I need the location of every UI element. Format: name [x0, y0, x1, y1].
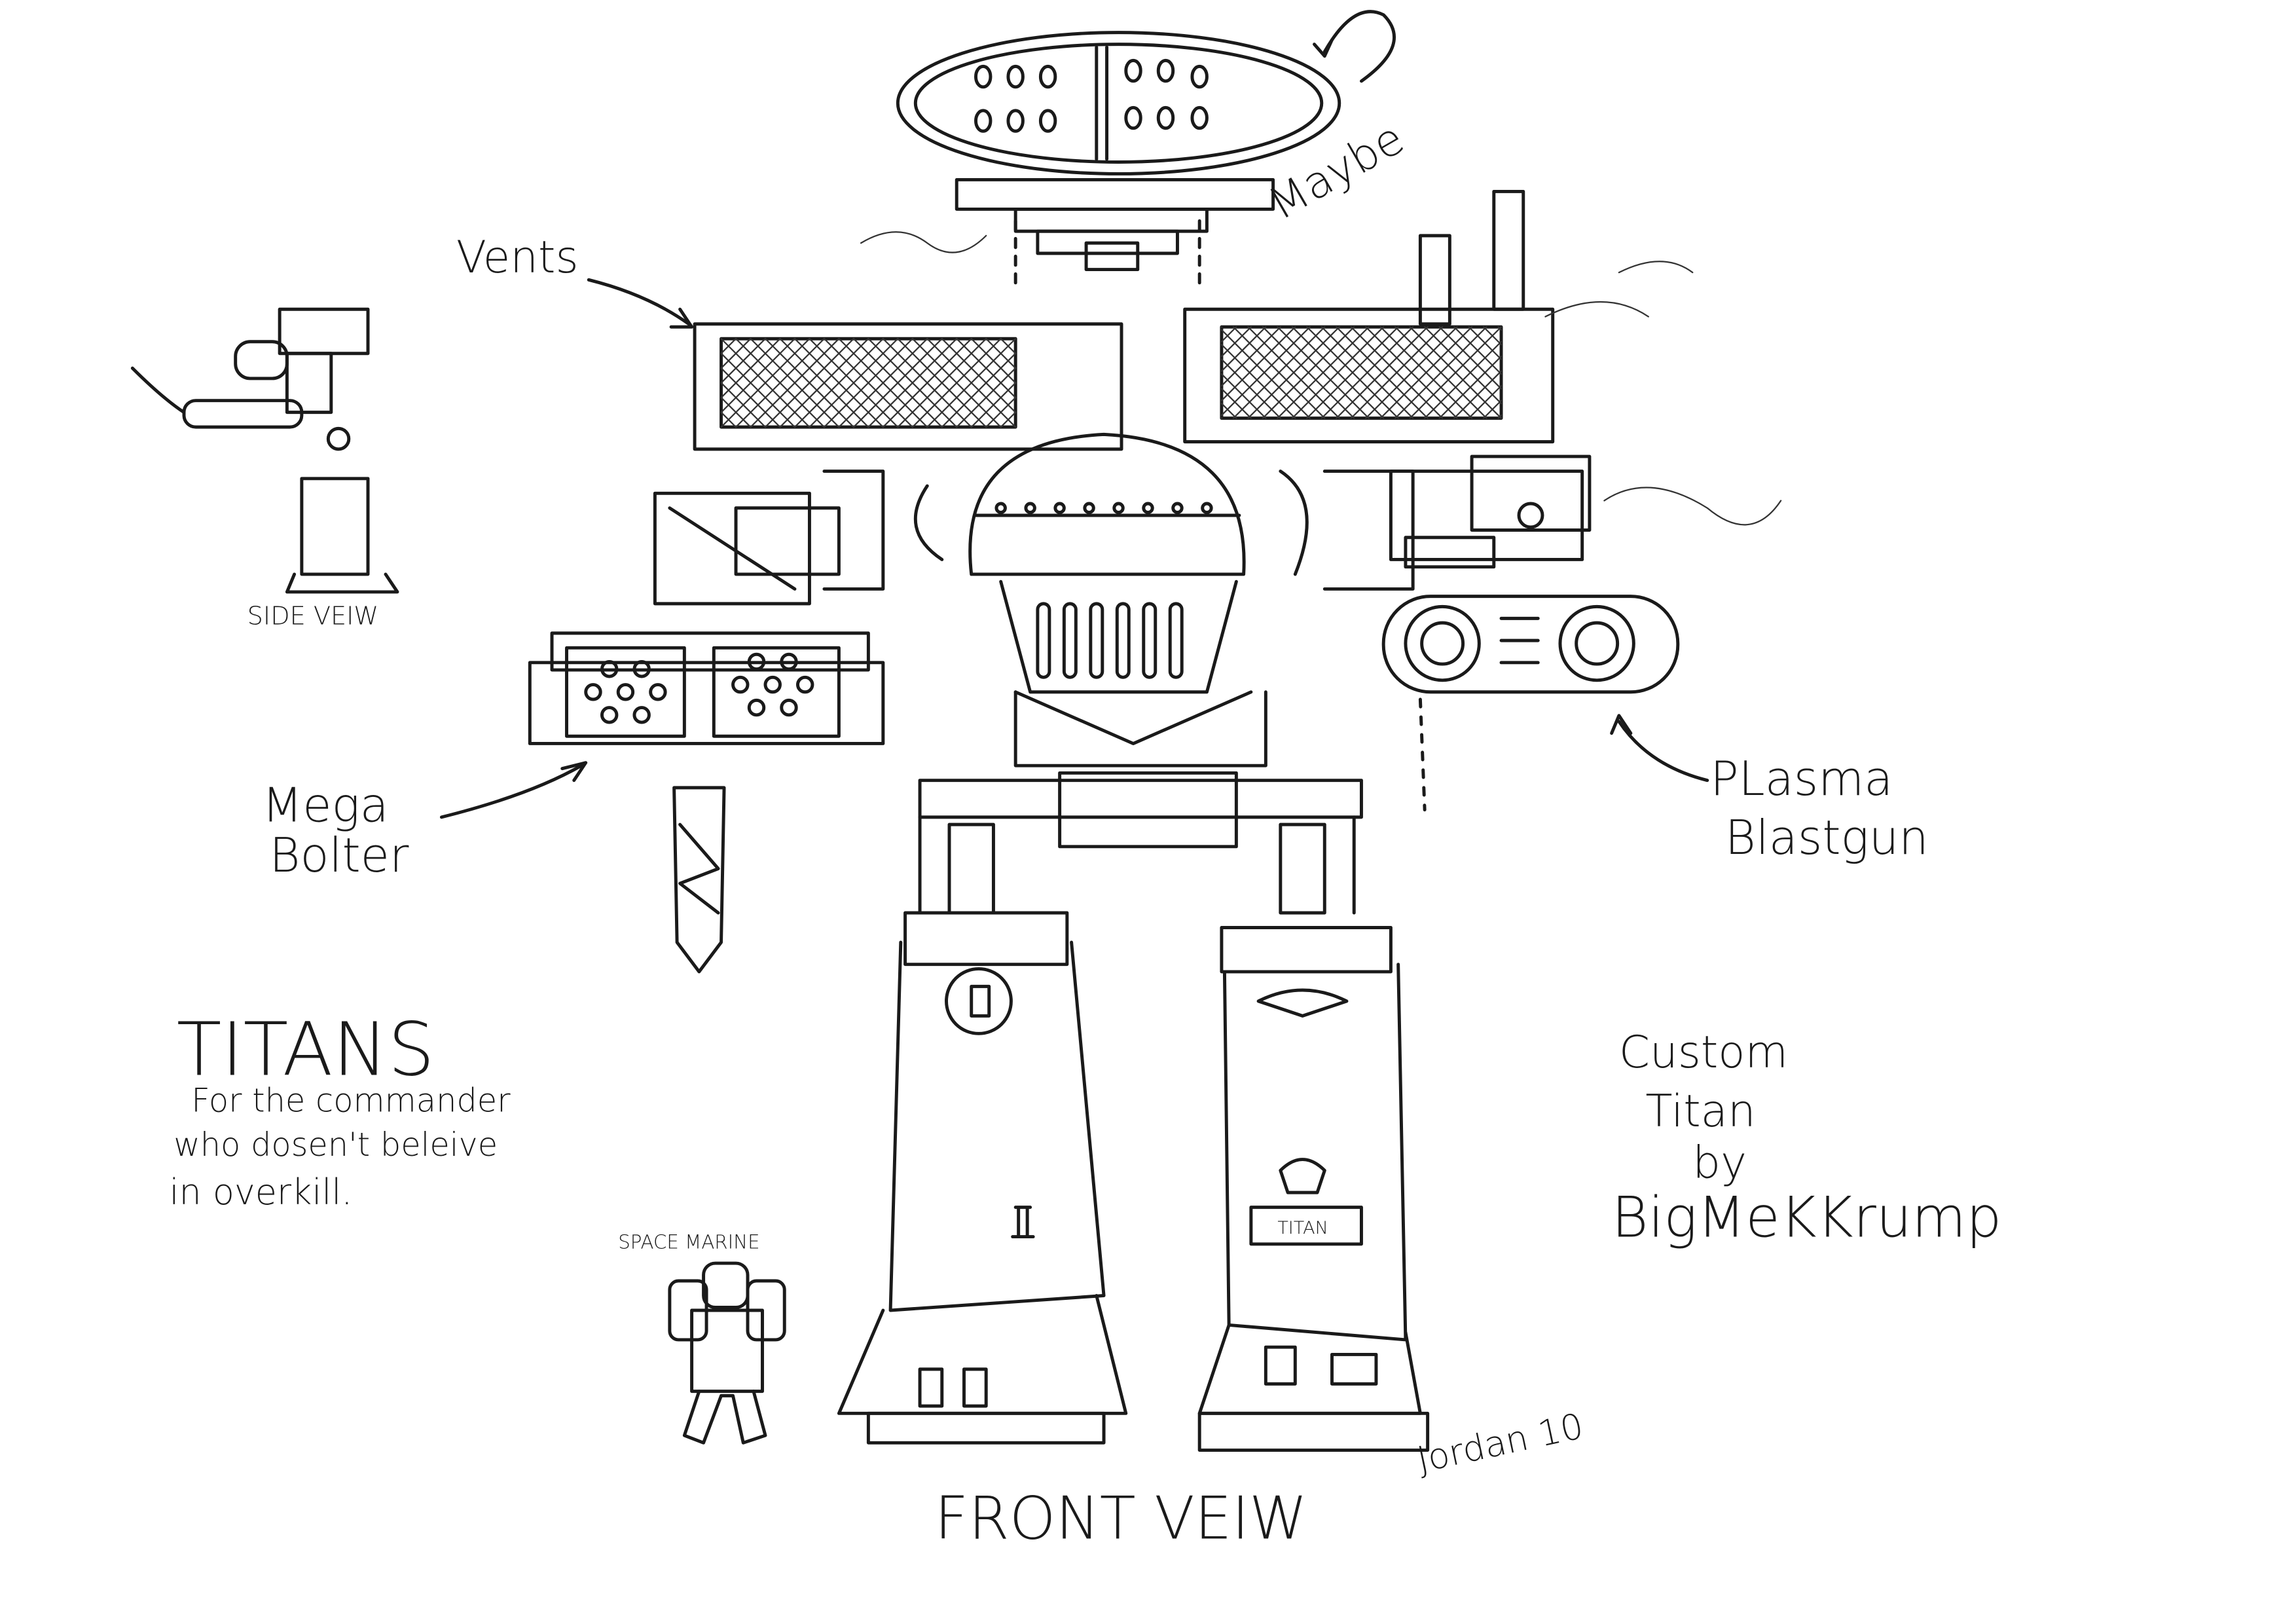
mega-bolter-arm: [528, 491, 885, 974]
disc-port: [1190, 105, 1209, 130]
disc-port: [1038, 64, 1057, 89]
title: TITANS: [177, 1006, 435, 1092]
credit-2: Titan: [1645, 1085, 1755, 1137]
vents-label: Vents: [456, 231, 579, 283]
disc-port: [1006, 64, 1025, 89]
signature: Jordan 10: [1413, 1405, 1587, 1481]
credit-3: by: [1692, 1137, 1747, 1189]
vent-hatching: [1220, 326, 1503, 419]
disc-port: [974, 109, 993, 133]
top-disc-weapon: [896, 31, 1341, 289]
credit-1: Custom: [1619, 1026, 1788, 1078]
tagline-1: For the commander: [191, 1081, 511, 1119]
plasma-label-1: PLasma: [1710, 751, 1893, 806]
plasma-label-2: Blastgun: [1725, 810, 1929, 865]
front-view-label: FRONT VEIW: [935, 1485, 1307, 1553]
titan-legs: [837, 815, 1430, 1452]
disc-port: [1190, 64, 1209, 89]
annotation-arrows: [439, 10, 1709, 819]
tagline-3: in overkill.: [170, 1172, 353, 1213]
disc-port: [1156, 58, 1175, 83]
credit-4: BigMeKKrump: [1612, 1186, 2002, 1251]
vent-right: [1183, 189, 1555, 444]
disc-port: [1124, 105, 1142, 130]
disc-port: [1156, 105, 1175, 130]
space-marine-label: SPACE MARINE: [618, 1231, 759, 1253]
tagline-2: who dosen't beleive: [173, 1126, 498, 1164]
vent-hatching: [720, 338, 1017, 428]
disc-port: [1124, 58, 1142, 83]
smoke-lines: [860, 231, 1782, 526]
side-view-figure: [130, 307, 399, 594]
disc-port: [1038, 109, 1057, 133]
titan-torso: [822, 432, 1415, 849]
space-marine-figure: [668, 1261, 786, 1445]
plasma-blastgun-arm: [1381, 454, 1680, 812]
mega-bolter-label-1: Mega: [262, 778, 389, 833]
maybe-label: Maybe: [1260, 112, 1412, 230]
disc-port: [1006, 109, 1025, 133]
disc-port: [974, 64, 993, 89]
leg-plate-label: TITAN: [1277, 1218, 1328, 1238]
mega-bolter-label-2: Bolter: [269, 828, 409, 883]
side-view-label: SIDE VEIW: [247, 602, 379, 631]
